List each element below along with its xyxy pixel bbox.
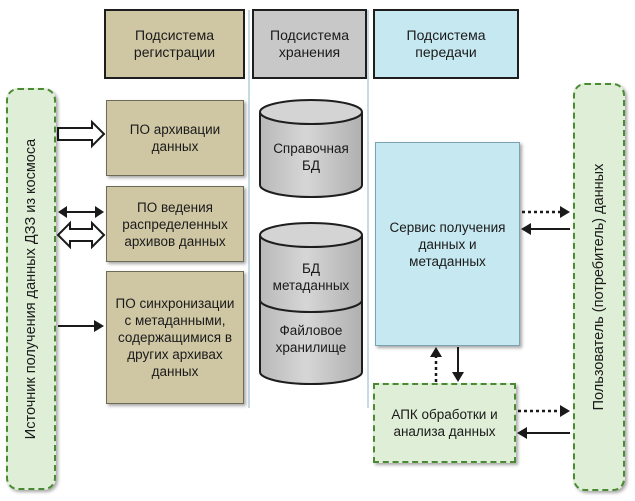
header-registration: Подсистема регистрации <box>104 9 245 79</box>
arrow-apk-to-consumer-dotted <box>518 405 570 417</box>
arrow-consumer-to-service <box>521 223 570 235</box>
service-box: Сервис получения данных и метаданных <box>375 142 520 346</box>
file-storage-label: Файловое хранилище <box>275 323 347 355</box>
apk-label: АПК обработки и анализа данных <box>391 407 498 439</box>
header-storage-label: Подсистема хранения <box>270 27 349 60</box>
arrow-bidirectional-distributed-1 <box>58 206 104 218</box>
source-box: Источник получения данных ДЗЗ из космоса <box>6 88 56 490</box>
consumer-label: Пользователь (потребитель) данных <box>591 163 607 411</box>
distributed-archives-box: ПО ведения распределенных архивов данных <box>106 186 244 262</box>
service-label: Сервис получения данных и метаданных <box>389 219 506 269</box>
arrow-source-to-archiving <box>57 119 106 149</box>
header-transfer-label: Подсистема передачи <box>406 27 486 60</box>
arrow-consumer-to-apk <box>517 427 570 439</box>
reference-db-cylinder <box>259 99 363 198</box>
source-label: Источник получения данных ДЗЗ из космоса <box>23 138 39 440</box>
arrow-bidirectional-distributed-2 <box>56 220 106 250</box>
arrow-service-to-apk <box>452 347 464 382</box>
metadata-db-label: БД метаданных <box>272 261 350 293</box>
header-storage: Подсистема хранения <box>252 9 367 79</box>
consumer-box: Пользователь (потребитель) данных <box>573 83 625 491</box>
sync-label: ПО синхронизации с метаданными, содержащ… <box>115 296 235 379</box>
arrow-service-to-consumer-dotted <box>522 206 570 218</box>
archiving-label: ПО архивации данных <box>129 122 221 154</box>
apk-box: АПК обработки и анализа данных <box>373 383 516 463</box>
metadata-db-cylinder <box>259 222 363 385</box>
sync-box: ПО синхронизации с метаданными, содержащ… <box>106 271 244 404</box>
distributed-archives-label: ПО ведения распределенных архивов данных <box>122 199 228 249</box>
header-registration-label: Подсистема регистрации <box>133 27 216 60</box>
reference-db-label: Справочная БД <box>273 141 349 173</box>
arrow-source-to-sync <box>58 320 104 332</box>
header-transfer: Подсистема передачи <box>373 9 519 79</box>
archiving-box: ПО архивации данных <box>106 100 244 176</box>
arrow-apk-to-service-dotted <box>430 347 442 382</box>
